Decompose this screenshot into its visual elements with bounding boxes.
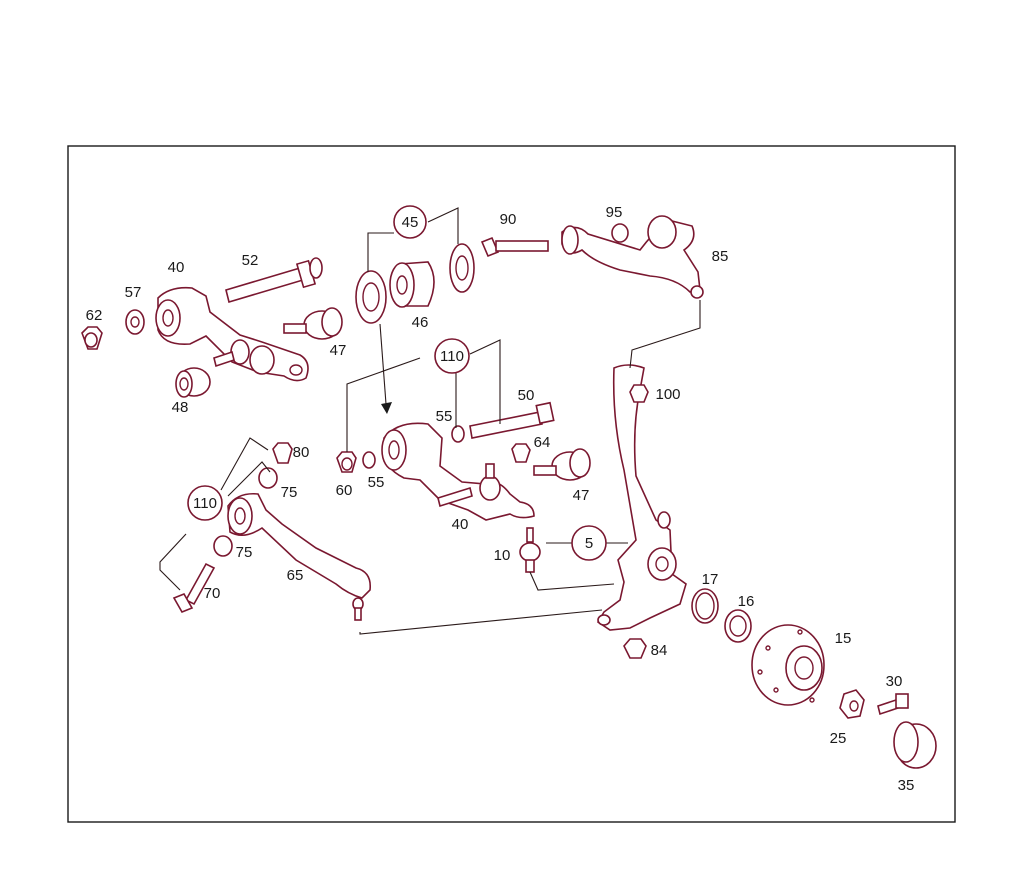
part-52-bolt[interactable]: [225, 257, 323, 304]
callout-75-top: 75: [281, 484, 298, 501]
group-110-upper-badge: 110: [434, 338, 470, 374]
part-17-seal-ring[interactable]: [691, 588, 719, 624]
part-100-nut[interactable]: [629, 384, 649, 403]
part-30-screw[interactable]: [877, 693, 909, 716]
callout-35: 35: [898, 777, 915, 794]
part-25-clamp-nut[interactable]: [839, 689, 865, 719]
part-90-bolt[interactable]: [480, 236, 549, 258]
callout-17: 17: [702, 571, 719, 588]
callout-65: 65: [287, 567, 304, 584]
group-45-badge: 45: [393, 205, 427, 239]
callout-84: 84: [651, 642, 668, 659]
part-65-tension-strut[interactable]: [227, 492, 372, 621]
callout-15: 15: [835, 630, 852, 647]
part-48-bushing[interactable]: [175, 367, 211, 398]
part-40-control-arm-top[interactable]: [155, 286, 309, 382]
callout-47-top: 47: [330, 342, 347, 359]
part-48-bolt-small[interactable]: [213, 350, 235, 368]
assembly-arrow: [379, 323, 392, 414]
callout-64: 64: [534, 434, 551, 451]
diagram-frame: [67, 145, 956, 823]
callout-46: 46: [412, 314, 429, 331]
part-80-nut[interactable]: [272, 442, 293, 464]
part-46-bushing-right[interactable]: [449, 243, 475, 293]
callout-75-bottom: 75: [236, 544, 253, 561]
part-46-bushing-center[interactable]: [389, 261, 435, 308]
callout-60: 60: [336, 482, 353, 499]
part-55-washer-right[interactable]: [451, 425, 465, 443]
callout-40-top: 40: [168, 259, 185, 276]
part-16-bearing[interactable]: [724, 609, 752, 643]
part-47-ball-joint-top[interactable]: [283, 307, 343, 340]
callout-90: 90: [500, 211, 517, 228]
callout-52: 52: [242, 252, 259, 269]
callout-62: 62: [86, 307, 103, 324]
group-5-badge: 5: [571, 525, 607, 561]
part-62-nut[interactable]: [81, 326, 103, 350]
knuckle-leader-lines: [359, 300, 701, 635]
part-35-hub-cap[interactable]: [893, 721, 937, 769]
callout-50: 50: [518, 387, 535, 404]
part-5-steering-knuckle[interactable]: [596, 364, 687, 631]
group-110-upper-bracket: [346, 339, 501, 452]
part-60-nut[interactable]: [336, 451, 357, 473]
part-57-washer[interactable]: [125, 309, 145, 335]
part-64-nut[interactable]: [511, 443, 531, 463]
group-110-lower-badge: 110: [187, 485, 223, 521]
group-45-bracket: [367, 207, 459, 272]
group-110-lower-bracket: [159, 437, 271, 591]
callout-100: 100: [655, 386, 680, 403]
callout-10: 10: [494, 547, 511, 564]
part-40-control-arm-middle[interactable]: [381, 422, 535, 521]
part-75-washer-top[interactable]: [258, 467, 278, 489]
part-55-washer-left[interactable]: [362, 451, 376, 469]
callout-25: 25: [830, 730, 847, 747]
svg-text:5: 5: [585, 535, 593, 552]
part-85-upper-control-arm[interactable]: [561, 215, 704, 299]
callout-80: 80: [293, 444, 310, 461]
svg-text:45: 45: [402, 214, 419, 231]
callout-16: 16: [738, 593, 755, 610]
callout-85: 85: [712, 248, 729, 265]
part-50-bolt[interactable]: [469, 401, 555, 439]
part-84-nut[interactable]: [623, 638, 647, 659]
callout-57: 57: [125, 284, 142, 301]
callout-95: 95: [606, 204, 623, 221]
callout-55-left: 55: [368, 474, 385, 491]
part-47-ball-joint-middle[interactable]: [533, 448, 591, 481]
callout-47-middle: 47: [573, 487, 590, 504]
callout-70: 70: [204, 585, 221, 602]
svg-text:110: 110: [193, 495, 217, 512]
callout-48: 48: [172, 399, 189, 416]
part-75-washer-bottom[interactable]: [213, 535, 233, 557]
callout-40-middle: 40: [452, 516, 469, 533]
part-46-bushing-left[interactable]: [355, 270, 387, 324]
part-70-bolt[interactable]: [172, 562, 216, 614]
svg-text:110: 110: [440, 348, 464, 365]
part-95-washer[interactable]: [611, 223, 629, 243]
part-10-ball-joint[interactable]: [519, 527, 541, 573]
part-15-wheel-hub[interactable]: [751, 624, 825, 706]
callout-55-right: 55: [436, 408, 453, 425]
callout-30: 30: [886, 673, 903, 690]
